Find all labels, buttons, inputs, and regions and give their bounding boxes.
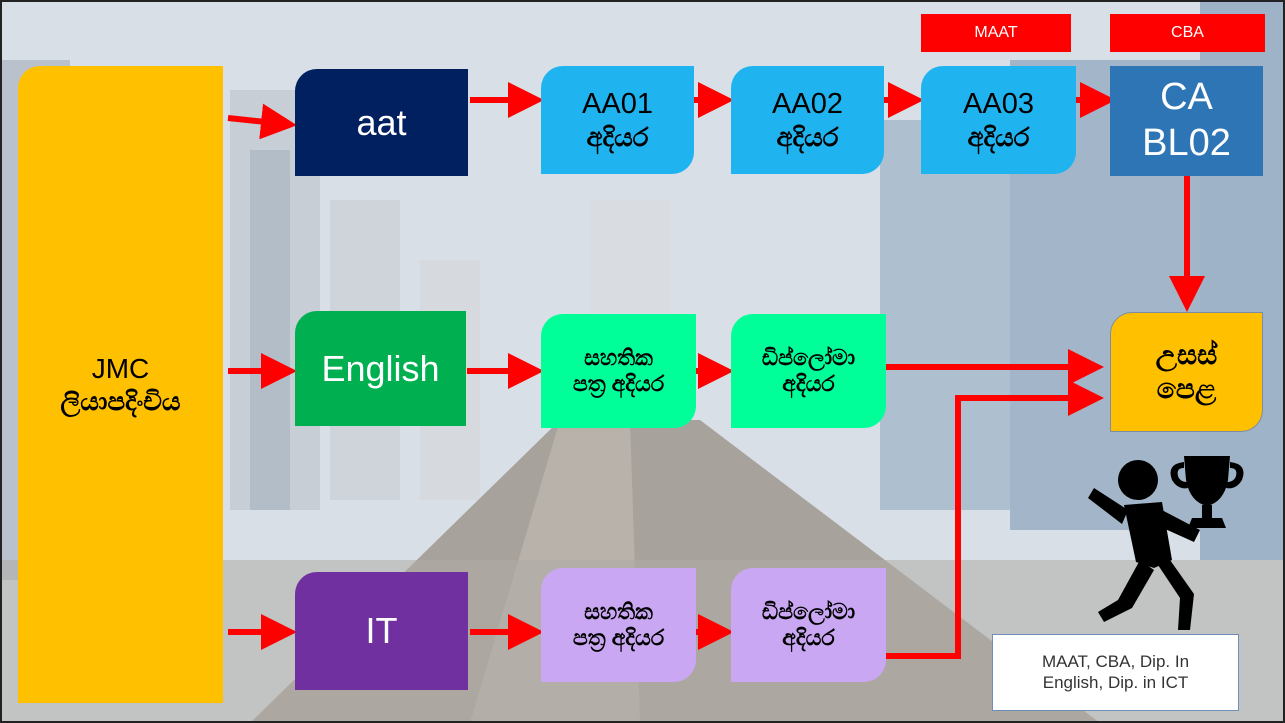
aat-step-label: අදියර bbox=[586, 121, 649, 152]
track-it-label: IT bbox=[365, 610, 398, 652]
qualifications-caption: MAAT, CBA, Dip. In English, Dip. in ICT bbox=[992, 634, 1239, 711]
it-step-line2: පත්‍ර අදියර bbox=[572, 625, 665, 650]
english-step-certificate: සහතික පත්‍ර අදියර bbox=[541, 314, 696, 428]
aat-step-code: AA02 bbox=[772, 88, 843, 120]
it-step-diploma: ඩිප්ලෝමා අදියර bbox=[731, 568, 886, 682]
aat-step-code: AA03 bbox=[963, 88, 1034, 120]
person-with-trophy-icon bbox=[1088, 456, 1244, 630]
jmc-registration-label: ලියාපදිංචිය bbox=[60, 385, 181, 416]
track-english-box: English bbox=[295, 311, 466, 426]
track-aat-label: aat bbox=[356, 101, 407, 143]
aat-step-label: අදියර bbox=[776, 121, 839, 152]
it-step-line1: සහතික bbox=[584, 598, 653, 624]
ca-line2: BL02 bbox=[1142, 122, 1231, 164]
track-aat-box: aat bbox=[295, 69, 468, 176]
ca-line1: CA bbox=[1160, 76, 1213, 119]
advanced-level-goal-box: උසස් පෙළ bbox=[1110, 312, 1263, 432]
jmc-registration-box: JMC ලියාපදිංචිය bbox=[18, 66, 223, 703]
aat-step-aa02: AA02 අදියර bbox=[731, 66, 884, 174]
it-step-line1: ඩිප්ලෝමා bbox=[761, 598, 856, 624]
goal-line2: පෙළ bbox=[1156, 373, 1217, 404]
it-step-line2: අදියර bbox=[782, 625, 835, 650]
aat-step-aa03: AA03 අදියර bbox=[921, 66, 1076, 174]
cba-tag: CBA bbox=[1110, 14, 1265, 52]
ca-bl02-box: CA BL02 bbox=[1110, 66, 1263, 176]
english-step-line2: පත්‍ර අදියර bbox=[572, 371, 665, 396]
caption-line1: MAAT, CBA, Dip. In bbox=[1041, 652, 1190, 672]
it-step-certificate: සහතික පත්‍ර අදියර bbox=[541, 568, 696, 682]
caption-line2: English, Dip. in ICT bbox=[1042, 672, 1189, 692]
english-step-line2: අදියර bbox=[782, 371, 835, 396]
aat-step-code: AA01 bbox=[582, 88, 653, 120]
jmc-title: JMC bbox=[91, 353, 150, 385]
aat-step-aa01: AA01 අදියර bbox=[541, 66, 694, 174]
track-it-box: IT bbox=[295, 572, 468, 690]
track-english-label: English bbox=[321, 347, 440, 389]
english-step-line1: සහතික bbox=[584, 344, 653, 370]
maat-tag: MAAT bbox=[921, 14, 1071, 52]
english-step-diploma: ඩිප්ලෝමා අදියර bbox=[731, 314, 886, 428]
aat-step-label: අදියර bbox=[967, 121, 1030, 152]
goal-line1: උසස් bbox=[1155, 339, 1218, 371]
english-step-line1: ඩිප්ලෝමා bbox=[761, 344, 856, 370]
